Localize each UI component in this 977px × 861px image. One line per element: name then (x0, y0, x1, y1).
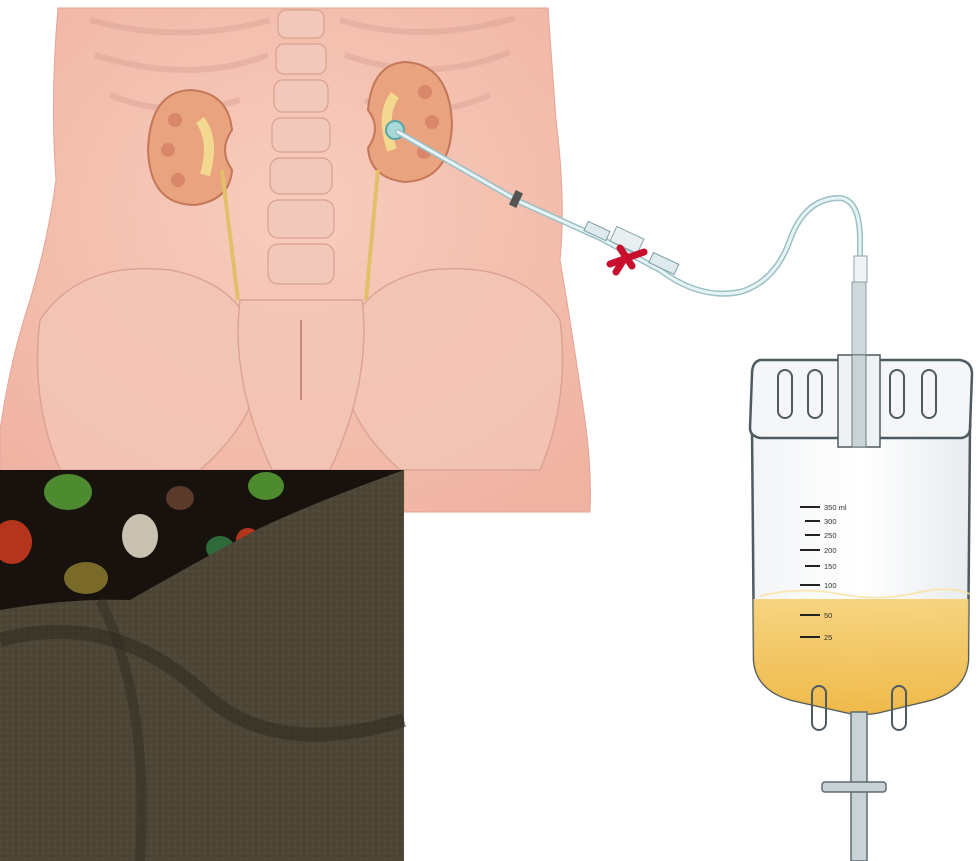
torso-illustration (0, 8, 590, 512)
drainage-bag-icon: 350 ml 300 250 200 150 100 50 25 (750, 282, 975, 861)
scale-label-250: 250 (824, 531, 837, 540)
scale-label-50: 50 (824, 611, 832, 620)
drain-outlet (822, 712, 886, 861)
scale-label-150: 150 (824, 562, 837, 571)
scale-label-300: 300 (824, 517, 837, 526)
blanket-photo (0, 470, 404, 861)
bag-connector (854, 256, 867, 282)
left-kidney (148, 90, 232, 205)
scale-label-350: 350 ml (824, 503, 847, 512)
right-kidney (368, 62, 452, 182)
scale-label-200: 200 (824, 546, 837, 555)
scale-label-25: 25 (824, 633, 832, 642)
scale-label-100: 100 (824, 581, 837, 590)
